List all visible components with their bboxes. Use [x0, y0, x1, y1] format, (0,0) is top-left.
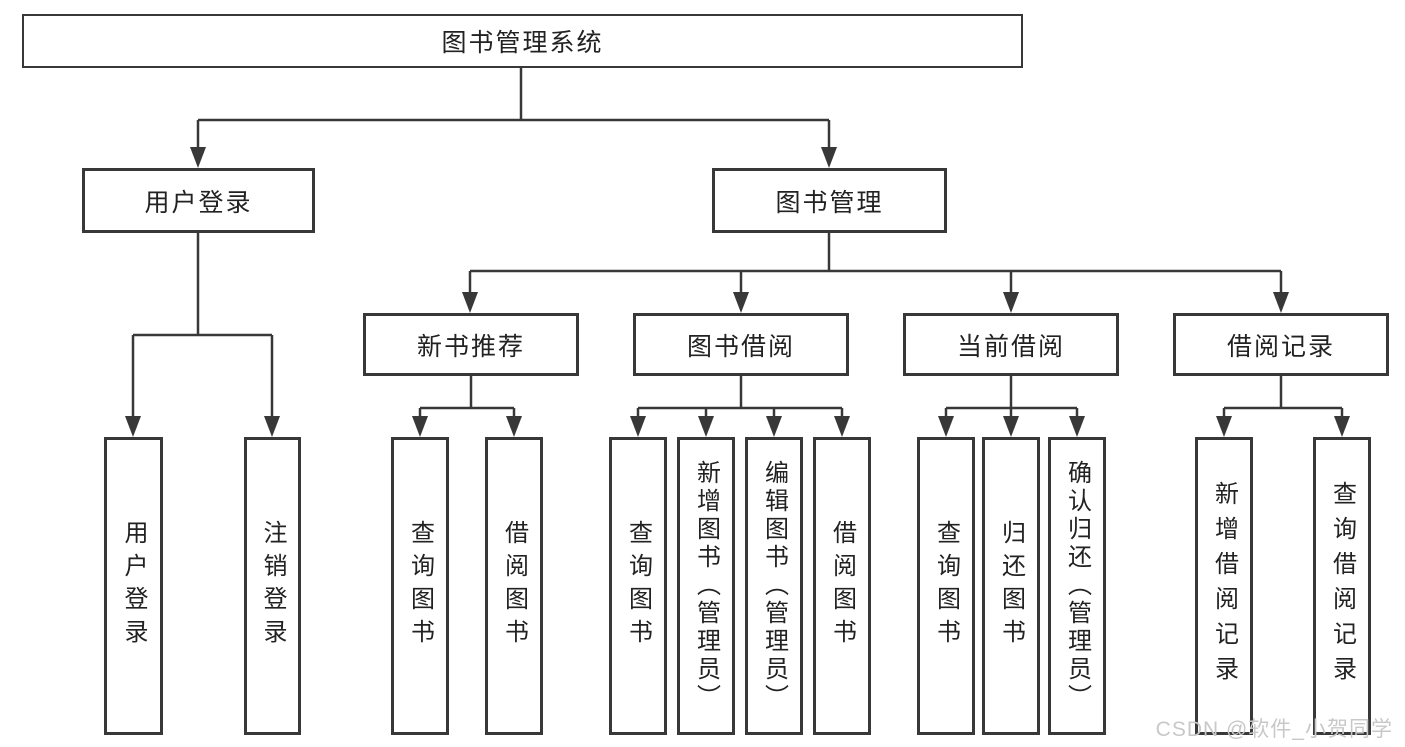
node-user-login: 用户登录: [82, 168, 315, 233]
leaf-label: 借阅图书: [500, 520, 528, 652]
leaf-label: 新增图书（管理员）: [692, 460, 720, 712]
leaf-confirm-return-admin: 确认归还（管理员）: [1048, 437, 1106, 735]
leaf-label: 确认归还（管理员）: [1063, 460, 1091, 712]
node-book-borrow: 图书借阅: [633, 313, 849, 376]
leaf-label: 用户登录: [120, 520, 147, 652]
leaf-label: 编辑图书（管理员）: [760, 460, 788, 712]
leaf-borrow-book: 借阅图书: [813, 437, 871, 735]
node-borrow-records: 借阅记录: [1173, 313, 1389, 376]
leaf-query-borrow-record: 查询借阅记录: [1313, 437, 1371, 735]
leaf-query-books-current: 查询图书: [917, 437, 975, 735]
leaf-label: 借阅图书: [828, 520, 856, 652]
leaf-add-borrow-record: 新增借阅记录: [1195, 437, 1253, 735]
leaf-edit-book-admin: 编辑图书（管理员）: [745, 437, 803, 735]
node-root: 图书管理系统: [22, 14, 1023, 68]
leaf-label: 新增借阅记录: [1210, 481, 1238, 691]
csdn-watermark: CSDN @软件_小贺同学: [1155, 718, 1393, 741]
leaf-query-books-recommend: 查询图书: [391, 437, 449, 735]
node-current-borrow: 当前借阅: [903, 313, 1119, 376]
node-new-book-recommend: 新书推荐: [363, 313, 579, 376]
leaf-logout: 注销登录: [244, 437, 301, 735]
leaf-label: 归还图书: [997, 520, 1025, 652]
leaf-borrow-book-recommend: 借阅图书: [485, 437, 543, 735]
leaf-label: 查询图书: [624, 520, 652, 652]
leaf-return-book: 归还图书: [982, 437, 1040, 735]
connector-paths: [125, 68, 1350, 437]
leaf-label: 注销登录: [259, 520, 286, 652]
node-book-management: 图书管理: [712, 168, 947, 233]
leaf-label: 查询图书: [406, 520, 434, 652]
leaf-add-book-admin: 新增图书（管理员）: [677, 437, 735, 735]
leaf-label: 查询图书: [932, 520, 960, 652]
leaf-query-books-borrow: 查询图书: [609, 437, 667, 735]
leaf-label: 查询借阅记录: [1328, 481, 1356, 691]
leaf-user-login: 用户登录: [104, 437, 163, 735]
